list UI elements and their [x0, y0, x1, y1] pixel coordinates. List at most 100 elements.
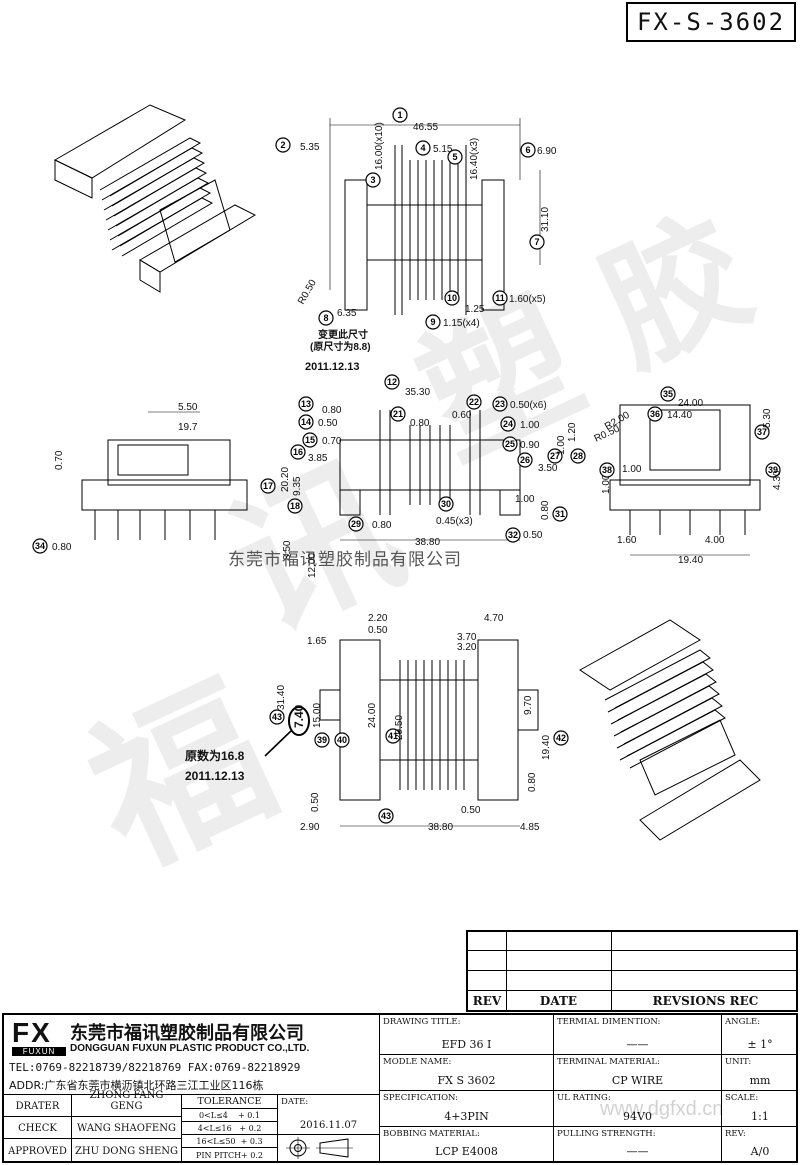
dim-2950: 29.50 [394, 715, 405, 740]
svg-text:11: 11 [495, 293, 505, 303]
dim-050c-bottom: 0.50 [461, 805, 481, 816]
dim-070: 0.70 [54, 450, 65, 470]
dim-100-side-v: 1.00 [601, 474, 612, 494]
dim-3530: 35.30 [405, 387, 430, 398]
dim-550: 5.50 [178, 402, 198, 413]
check-value: WANG SHAOFENG [77, 1123, 176, 1134]
drawing-title-cell: DRAWING TITLE: EFD 36 I [380, 1015, 554, 1055]
dim-3140: 31.40 [276, 685, 287, 710]
svg-text:14: 14 [301, 417, 311, 427]
front-view-center: 12 35.30 13 0.80 14 0.50 15 0.70 16 3.85… [260, 374, 586, 548]
bobbin-value: LCP E4008 [435, 1145, 498, 1158]
dim-100c: 1.00 [515, 494, 535, 505]
svg-text:35: 35 [663, 389, 673, 399]
svg-text:21: 21 [393, 409, 403, 419]
dim-050-bottom: 0.50 [368, 625, 388, 636]
tol-3: 16<L≤50 + 0.3 [196, 1137, 263, 1146]
dim-16x10: 16.00(x10) [374, 122, 385, 170]
svg-text:26: 26 [520, 455, 530, 465]
drater-value: ZHONG FANG GENG [89, 1090, 164, 1112]
dim-160x5: 1.60(x5) [509, 294, 546, 305]
rev-header: REV [472, 994, 502, 1008]
top-view: 1 46.55 2 5.35 3 16.00(x10) 4 5.15 5 16.… [275, 107, 557, 373]
company-name-en: DONGGUAN FUXUN PLASTIC PRODUCT CO.,LTD. [70, 1043, 310, 1054]
svg-text:40: 40 [337, 735, 347, 745]
drawing-code: FX-S-3602 [626, 2, 796, 42]
change-date-2: 2011.12.13 [185, 769, 245, 783]
spec-value: 4+3PIN [444, 1110, 489, 1123]
dim-120: 1.20 [567, 422, 578, 442]
dim-1640: 16.40(x3) [469, 138, 480, 180]
company-logo: FX FUXUN [12, 1019, 66, 1056]
angle-value: ± 1° [747, 1038, 773, 1051]
dim-1940-side: 19.40 [678, 555, 703, 566]
dim-overall: 46.55 [413, 122, 438, 133]
dim-r050: R0.50 [296, 278, 319, 307]
dim-3880: 38.80 [415, 537, 440, 548]
dim-485: 4.85 [520, 822, 540, 833]
pulling-cell: PULLING STRENGTH: —— [554, 1127, 722, 1161]
dim-160-side: 1.60 [617, 535, 637, 546]
dim-165: 1.65 [307, 636, 327, 647]
svg-text:43: 43 [272, 712, 282, 722]
watermark-url: www.dgfxd.cn [600, 1098, 724, 1120]
ul-value: 94V0 [623, 1110, 652, 1123]
terminal-dimention-value: —— [626, 1038, 649, 1051]
svg-text:29: 29 [351, 519, 361, 529]
svg-text:28: 28 [573, 451, 583, 461]
dim-19: 19.7 [178, 422, 198, 433]
dim-115: 1.15(x4) [443, 318, 480, 329]
rev-cell: REV: A/0 [722, 1127, 798, 1161]
svg-text:27: 27 [550, 451, 560, 461]
dim-350: 3.50 [538, 463, 558, 474]
dim-220: 2.20 [368, 613, 388, 624]
scale-cell: SCALE: 1:1 [722, 1091, 798, 1127]
svg-text:9: 9 [430, 317, 435, 327]
dim-740: 7.40 [292, 704, 306, 728]
dim-935: 9.35 [292, 476, 303, 496]
svg-text:43: 43 [381, 811, 391, 821]
svg-text:1: 1 [397, 110, 402, 120]
drater-label-cell: DRATER [4, 1095, 72, 1117]
dim-080c: 0.80 [540, 500, 551, 520]
dim-100: 1.00 [520, 420, 540, 431]
dim-left: 5.35 [300, 142, 320, 153]
dim-050x6: 0.50(x6) [510, 400, 547, 411]
drater-label: DRATER [15, 1101, 60, 1112]
svg-text:39: 39 [768, 465, 778, 475]
check-label-cell: CHECK [4, 1117, 72, 1139]
dim-690: 6.90 [537, 146, 557, 157]
svg-text:30: 30 [441, 499, 451, 509]
tol-row-1: 0<L≤4 + 0.1 [182, 1109, 278, 1122]
check-label: CHECK [18, 1123, 57, 1134]
terminal-material-label: TERMINAL MATERIAL: [557, 1057, 660, 1067]
dim-350-bottom: 3.50 [282, 540, 293, 560]
dim-530: 5.30 [762, 408, 773, 428]
logo-sub: FUXUN [12, 1047, 66, 1056]
svg-text:3: 3 [370, 175, 375, 185]
title-block: FX FUXUN 东莞市福讯塑胶制品有限公司 DONGGUAN FUXUN PL… [2, 1013, 798, 1163]
company-tel: TEL:0769-82218739/82218769 FAX:0769-8221… [9, 1061, 301, 1074]
dim-050b: 0.50 [523, 530, 543, 541]
dim-400: 4.00 [705, 535, 725, 546]
change-note-1b: (原尺寸为8.8) [310, 340, 371, 353]
svg-text:41: 41 [388, 731, 398, 741]
projection-symbol-icon [286, 1137, 353, 1159]
terminal-material-cell: TERMINAL MATERIAL: CP WIRE [554, 1055, 722, 1091]
projection-cell [278, 1135, 380, 1161]
svg-text:31: 31 [555, 509, 565, 519]
dim-070b: 0.70 [322, 436, 342, 447]
dim-1440: 14.40 [667, 410, 692, 421]
tolerance-label: TOLERANCE [197, 1096, 262, 1107]
company-area: FX FUXUN 东莞市福讯塑胶制品有限公司 DONGGUAN FUXUN PL… [4, 1015, 380, 1095]
rev-value: A/0 [750, 1145, 770, 1158]
tolerance-header-cell: TOLERANCE [182, 1095, 278, 1109]
scale-value: 1:1 [751, 1110, 769, 1123]
iso-view-top [53, 104, 257, 293]
approved-label-cell: APPROVED [4, 1139, 72, 1161]
dim-320: 3.20 [457, 642, 477, 653]
svg-text:13: 13 [301, 399, 311, 409]
revision-table: REV DATE REVSIONS REC [466, 930, 798, 1012]
svg-text:2: 2 [280, 140, 285, 150]
tol-1: 0<L≤4 + 0.1 [198, 1111, 261, 1120]
